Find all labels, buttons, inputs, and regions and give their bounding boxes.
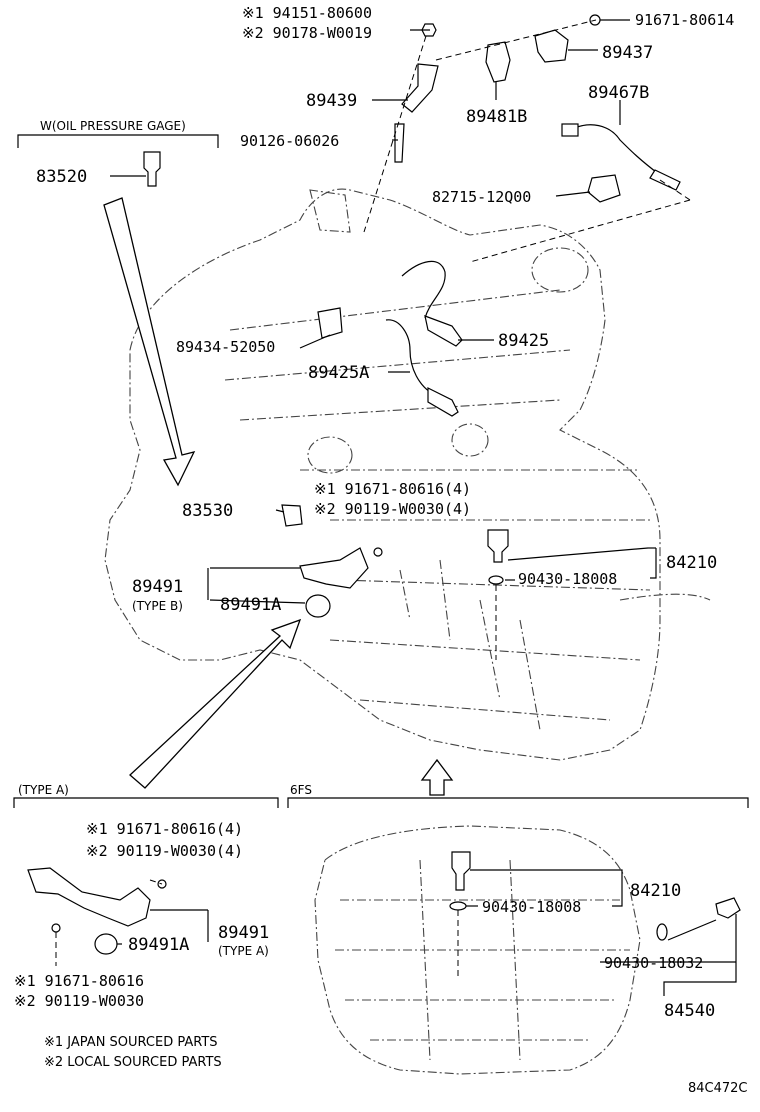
switch-84210-icon <box>487 529 509 563</box>
label-typea-90119-4: ※2 90119-W0030(4) <box>86 842 243 860</box>
pin-90126-icon <box>394 123 405 163</box>
label-90178: ※2 90178-W0019 <box>242 24 372 42</box>
pointer-arrows <box>103 197 454 796</box>
label-6fs-90430-18032: 90430-18032 <box>604 954 703 972</box>
label-89437: 89437 <box>602 43 653 63</box>
label-typea-89491a: 89491A <box>128 935 189 955</box>
engine-assembly-drawing <box>104 188 711 761</box>
bracket-89439-icon <box>401 63 439 113</box>
label-89425a: 89425A <box>308 363 369 383</box>
label-90430-top: 90430-18008 <box>518 570 617 588</box>
note-local-sourced: ※2 LOCAL SOURCED PARTS <box>44 1055 222 1070</box>
label-6fs-90430-18008: 90430-18008 <box>482 898 581 916</box>
parts <box>27 14 741 955</box>
label-typea-91671: ※1 91671-80616 <box>14 972 144 990</box>
o-ring-89491a-icon <box>305 594 331 618</box>
oil-pressure-switch-83520-icon <box>143 151 161 187</box>
label-89439: 89439 <box>306 91 357 111</box>
dashed-reference-lines <box>55 19 691 976</box>
connector-89467b-icon <box>561 123 579 137</box>
section-dividers <box>13 134 749 808</box>
label-type-a-title: (TYPE A) <box>18 783 69 797</box>
gasket-90430-18008-icon <box>488 575 504 585</box>
switch-84210-6fs-icon <box>451 851 471 891</box>
switch-84540-icon <box>715 897 741 919</box>
note-japan-sourced: ※1 JAPAN SOURCED PARTS <box>44 1035 218 1050</box>
label-w-oil-pressure-gage: W(OIL PRESSURE GAGE) <box>40 119 186 133</box>
leader-lines <box>110 19 737 996</box>
gasket-90430-18008-6fs-icon <box>449 901 467 911</box>
6fs-transaxle-drawing <box>314 825 641 1075</box>
sensor-89491-typeb-icon <box>299 547 369 589</box>
sensor-89425-icon <box>424 315 463 347</box>
label-82715: 82715-12Q00 <box>432 188 531 206</box>
label-typea-89491: 89491 <box>218 923 269 943</box>
label-89425: 89425 <box>498 331 549 351</box>
sensor-83530-icon <box>281 504 303 527</box>
label-94151: ※1 94151-80600 <box>242 4 372 22</box>
labels: ※1 94151-80600 ※2 90178-W0019 91671-8061… <box>14 4 748 1096</box>
bolt-91671-typea-lower-icon <box>51 923 61 933</box>
label-6fs-title: 6FS <box>290 783 312 797</box>
arrow-to-89491a <box>129 618 302 789</box>
label-90119-4: ※2 90119-W0030(4) <box>314 500 471 518</box>
harness-89425 <box>401 260 446 319</box>
harness-89467b <box>569 124 661 176</box>
label-90126: 90126-06026 <box>240 132 339 150</box>
label-84210: 84210 <box>666 553 717 573</box>
label-89491: 89491 <box>132 577 183 597</box>
arrow-up-6fs <box>420 758 454 796</box>
sensor-89481b-icon <box>485 41 511 83</box>
bracket-89434-icon <box>317 307 343 339</box>
label-89467b: 89467B <box>588 83 649 103</box>
label-91671-4: ※1 91671-80616(4) <box>314 480 471 498</box>
label-89491a: 89491A <box>220 595 281 615</box>
bracket-89437-icon <box>534 29 569 63</box>
label-6fs-84540: 84540 <box>664 1001 715 1021</box>
label-typea-91671-4: ※1 91671-80616(4) <box>86 820 243 838</box>
label-89481b: 89481B <box>466 107 527 127</box>
label-typea-90119: ※2 90119-W0030 <box>14 992 144 1010</box>
o-ring-89491a-typea-icon <box>94 933 118 955</box>
label-type-b: (TYPE B) <box>132 599 183 613</box>
figure-code: 84C472C <box>688 1081 748 1096</box>
harness-89425a <box>385 319 431 393</box>
arrow-to-83530 <box>103 197 196 487</box>
label-91671-80614: 91671-80614 <box>635 11 734 29</box>
clamp-82715-icon <box>587 174 621 203</box>
label-83530: 83530 <box>182 501 233 521</box>
sensor-89491-typea-icon <box>27 867 151 927</box>
sensor-tip-89467b-icon <box>649 169 681 191</box>
gasket-90430-18032-icon <box>656 923 668 941</box>
label-typea-type-a: (TYPE A) <box>218 944 269 958</box>
label-83520: 83520 <box>36 167 87 187</box>
bolt-91671-80616-icon <box>373 547 383 557</box>
label-89434: 89434-52050 <box>176 338 275 356</box>
label-6fs-84210: 84210 <box>630 881 681 901</box>
sensor-89425a-icon <box>427 387 459 417</box>
